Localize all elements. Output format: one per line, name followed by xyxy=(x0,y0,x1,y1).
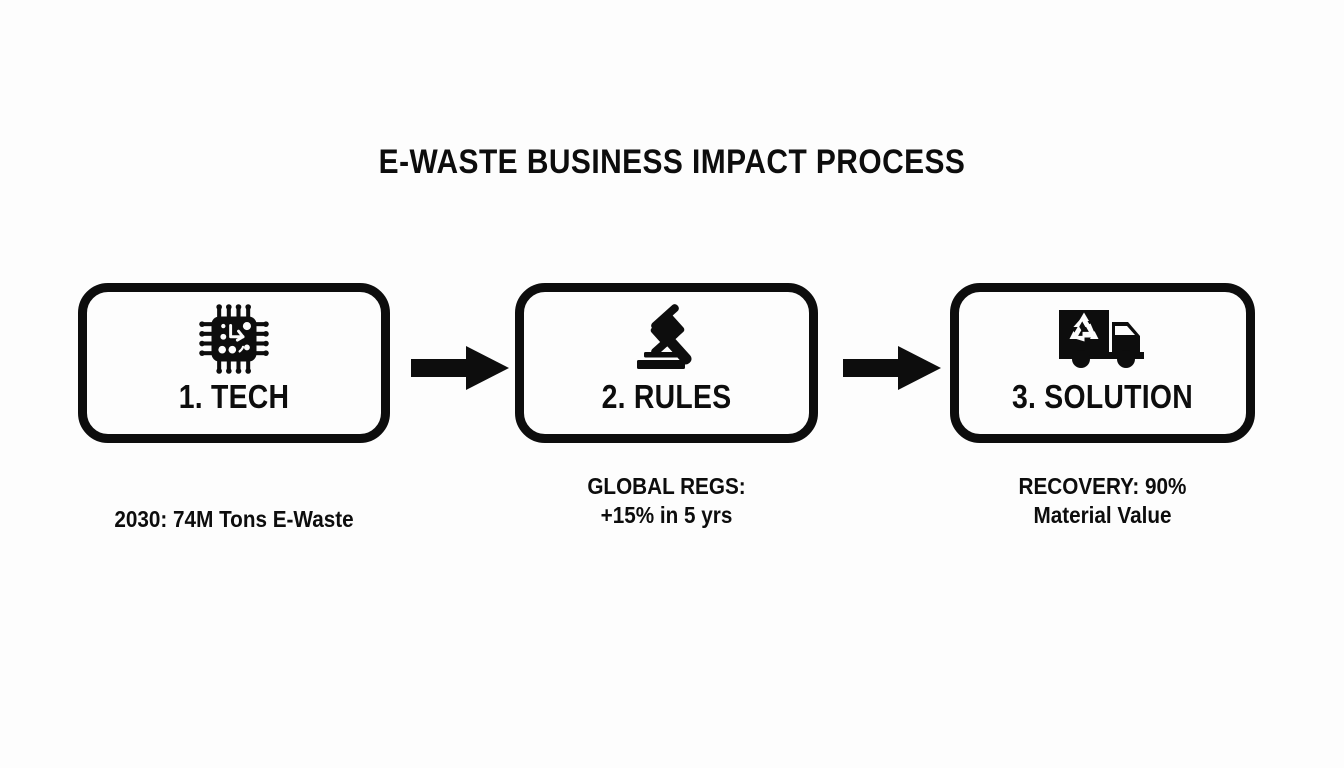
process-step-rules[interactable]: 2. RULES xyxy=(515,283,818,443)
caption-line: 2030: 74M Tons E-Waste xyxy=(114,506,354,532)
step-label-rules: 2. RULES xyxy=(601,378,732,415)
step-caption-tech: 2030: 74M Tons E-Waste xyxy=(94,505,375,534)
step-box-tech xyxy=(78,283,390,443)
caption-line: RECOVERY: 90% xyxy=(1018,473,1187,499)
gavel-icon xyxy=(515,303,818,375)
caption-line: Material Value xyxy=(1033,502,1172,528)
arrow-right-icon xyxy=(843,346,941,390)
step-label-tech: 1. TECH xyxy=(178,378,290,415)
process-step-solution[interactable]: 3. SOLUTION xyxy=(950,283,1255,443)
step-caption-rules: GLOBAL REGS: +15% in 5 yrs xyxy=(530,472,803,530)
caption-line: GLOBAL REGS: xyxy=(587,473,746,499)
arrow-right-icon xyxy=(411,346,509,390)
step-caption-solution: RECOVERY: 90% Material Value xyxy=(965,472,1240,530)
caption-line: +15% in 5 yrs xyxy=(600,502,733,528)
recycling-truck-icon xyxy=(950,303,1255,375)
microchip-icon xyxy=(78,303,390,375)
process-step-tech[interactable]: 1. TECH xyxy=(78,283,390,443)
arrow-step2-to-step3 xyxy=(843,344,941,392)
page-title: E-WASTE BUSINESS IMPACT PROCESS xyxy=(378,143,966,181)
step-box-solution xyxy=(950,283,1255,443)
arrow-step1-to-step2 xyxy=(411,344,509,392)
step-label-solution: 3. SOLUTION xyxy=(1011,378,1194,415)
